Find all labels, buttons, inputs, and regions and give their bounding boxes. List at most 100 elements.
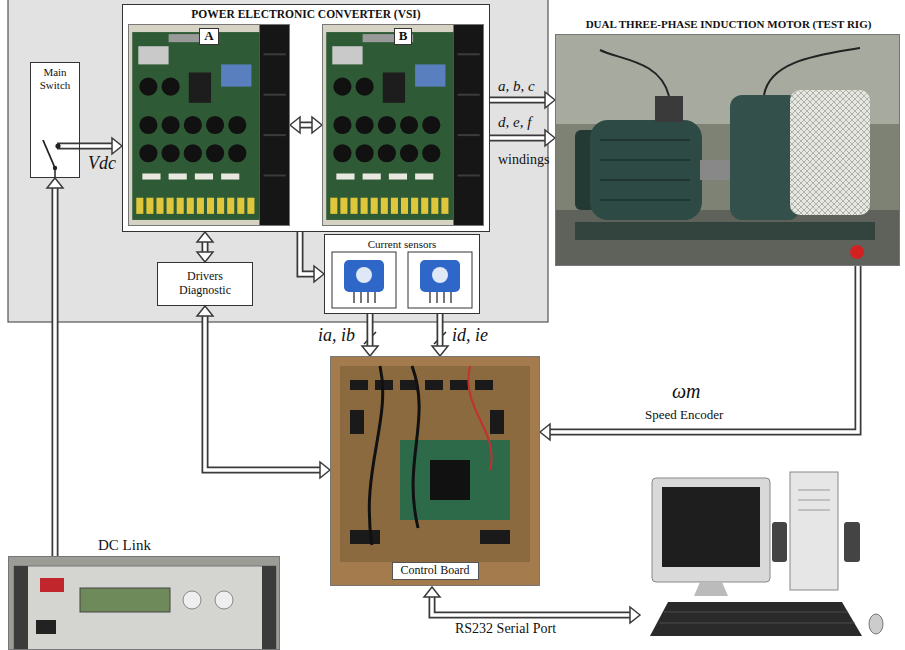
power-supply-photo: [262, 566, 276, 650]
control-board-photo: [330, 356, 540, 586]
control-board-photo: [412, 366, 419, 528]
signal-arrow: [490, 130, 555, 146]
connector-line: [490, 135, 545, 142]
motor-photo: [555, 34, 900, 266]
control-board-photo: [430, 460, 470, 500]
control-board-photo: [475, 380, 493, 390]
computer-icon: [798, 490, 830, 491]
signal-arrow: [490, 92, 555, 108]
motor-photo: [575, 222, 875, 240]
connector-line: [80, 143, 112, 150]
power-supply-photo: [183, 591, 201, 609]
motor-photo: [600, 179, 690, 181]
control-board-photo: [425, 380, 443, 390]
motor-photo: [730, 95, 800, 220]
arrowhead: [320, 462, 330, 478]
current-sensor-icon: [408, 252, 472, 308]
signal-arrow: [80, 138, 122, 154]
connector-line: [80, 144, 112, 148]
heading-text: DC Link: [98, 537, 151, 554]
power-supply-photo: [80, 588, 170, 612]
computer-icon: [798, 500, 830, 501]
connector-line: [300, 123, 312, 127]
control-board-photo: [490, 410, 504, 434]
connector-line: [300, 232, 314, 274]
current-sensor-icon: [332, 252, 396, 308]
signal-label: Speed Encoder: [645, 408, 723, 422]
converter-panel: [122, 4, 490, 232]
connector-line: [300, 232, 314, 274]
arrowhead: [197, 252, 213, 262]
serial-link-arrow: [432, 597, 630, 615]
computer-icon: [659, 612, 855, 623]
power-supply-photo: [14, 566, 28, 650]
connector-line: [550, 266, 858, 432]
connector-line: [205, 316, 320, 470]
serial-link-arrow: [630, 607, 640, 623]
computer-icon: [650, 472, 883, 636]
signal-arrow: [197, 232, 213, 262]
control-board-photo: [450, 380, 468, 390]
signal-label: Vdc: [88, 154, 116, 174]
signal-arrow: [432, 314, 448, 356]
motor-photo: [590, 120, 702, 220]
connector-line: [52, 188, 59, 556]
connector-line: [205, 316, 320, 470]
node-text: Drivers Diagnostic: [161, 270, 249, 298]
motor-photo: [600, 140, 690, 200]
control-board: Control Board: [330, 356, 540, 586]
signal-arrow: [300, 232, 324, 282]
control-board-photo: [350, 380, 368, 390]
signal-label: id, ie: [452, 326, 488, 346]
switch-symbol: [30, 62, 80, 178]
box-fill: [324, 234, 480, 314]
signal-label: a, b, c: [498, 78, 535, 95]
arrowhead: [432, 346, 448, 356]
switch-symbol: [55, 143, 60, 148]
power-supply-photo: [36, 620, 56, 634]
connector-line: [490, 136, 545, 140]
motor-photo: [555, 34, 900, 266]
winding-label: windings: [498, 152, 549, 167]
current-sensor-icon: [332, 252, 472, 308]
computer-icon: [664, 612, 848, 613]
motor-photo: [790, 90, 870, 215]
bus-slash: [364, 332, 446, 344]
connector-line: [367, 314, 374, 346]
inverter-board-photo: [322, 24, 484, 226]
arrowhead: [540, 424, 550, 440]
heading-text: DUAL THREE-PHASE INDUCTION MOTOR (TEST R…: [583, 18, 875, 31]
computer-icon: [662, 487, 760, 567]
current-sensor-icon: [344, 260, 384, 303]
arrowhead: [112, 138, 122, 154]
control-board-photo: [330, 356, 540, 586]
connector-line: [550, 266, 858, 432]
motor-photo: [600, 199, 690, 201]
node-text: Control Board: [392, 562, 479, 580]
switch-box: Main Switch: [30, 62, 80, 178]
motor-photo: [655, 96, 683, 122]
power-supply-photo: [215, 591, 233, 609]
computer-icon: [798, 510, 830, 511]
arrowhead: [290, 117, 300, 133]
arrowhead: [545, 130, 555, 146]
motor-photo: [700, 160, 732, 180]
power-supply-photo: [8, 556, 280, 650]
node-text: Main Switch: [34, 66, 76, 91]
signal-name: ωm: [672, 380, 701, 402]
signal-label: ia, ib: [318, 326, 355, 346]
switch-symbol: [43, 140, 55, 168]
control-board-photo: [480, 530, 510, 544]
signal-arrow: [290, 117, 322, 133]
switch-symbol: [60, 144, 80, 148]
control-board-photo: [369, 366, 382, 545]
sensor-box: Current sensors: [324, 234, 480, 314]
connector-line: [490, 97, 545, 104]
power-supply-photo: [40, 578, 64, 592]
node-text: Current sensors: [328, 238, 476, 251]
motor-photo: [600, 50, 669, 96]
control-board-photo: [350, 530, 380, 544]
converter-panel: [8, 0, 548, 322]
converter-panel: [8, 0, 548, 322]
motor-rig: DUAL THREE-PHASE INDUCTION MOTOR (TEST R…: [555, 34, 900, 266]
